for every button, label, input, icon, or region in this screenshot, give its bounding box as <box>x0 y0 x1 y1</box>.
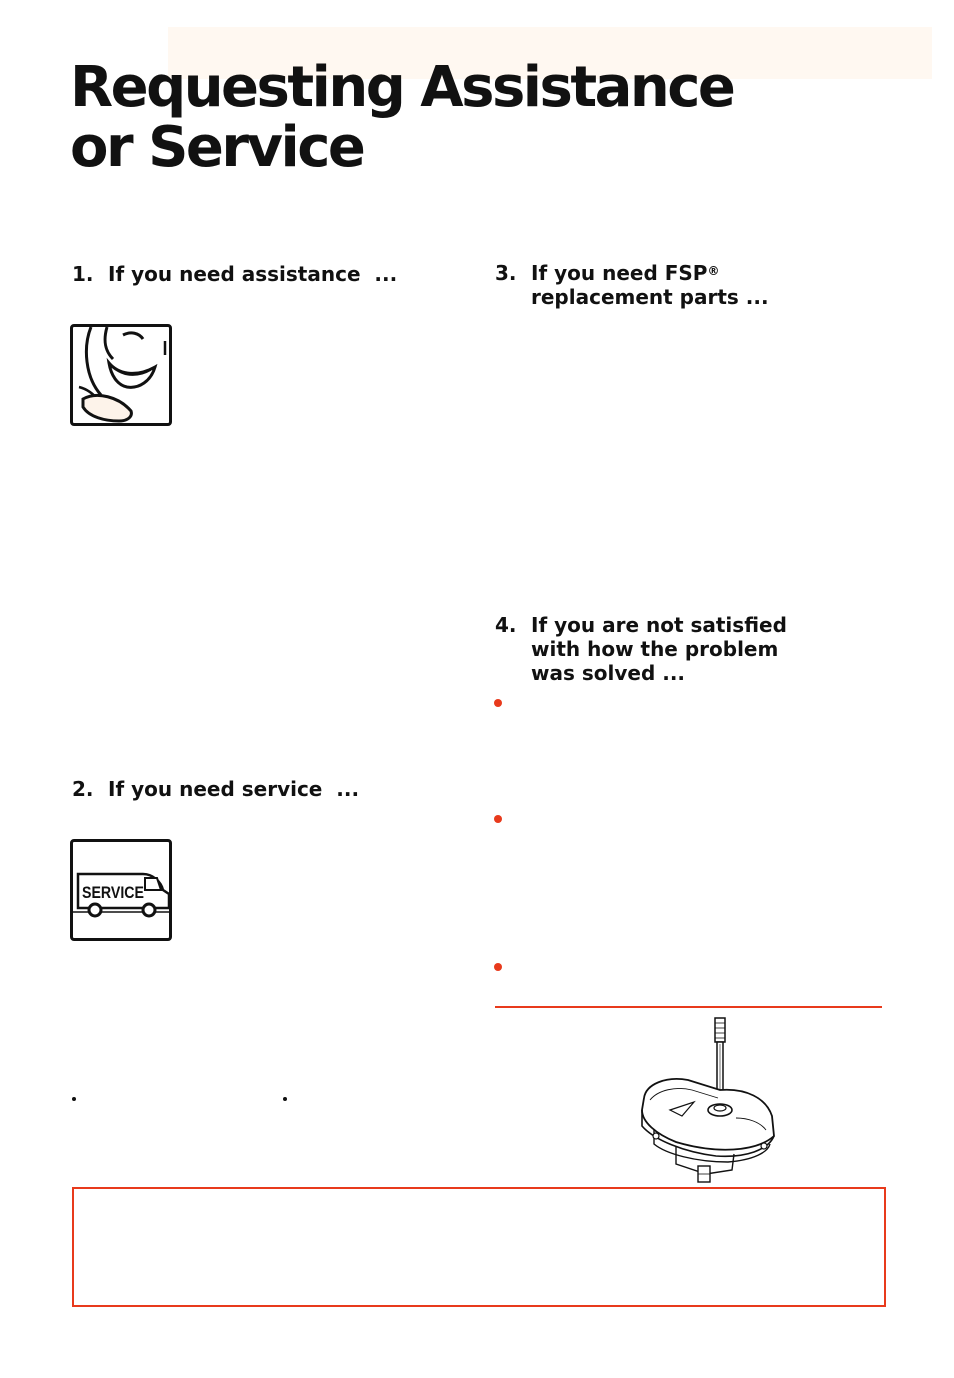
page-title-line-2: or Service <box>70 115 366 180</box>
service-van-icon: SERVICE <box>70 839 172 941</box>
notice-box <box>72 1187 886 1307</box>
section-1-heading: 1. If you need assistance ... <box>72 262 397 286</box>
section-3-title-text: If you need FSP <box>531 261 708 285</box>
section-3-number: 3. <box>495 261 517 285</box>
registered-mark: ® <box>707 264 720 278</box>
section-4-title-line-2: with how the problem <box>531 637 779 661</box>
bullet-dot <box>283 1097 287 1101</box>
page-title: Requesting Assistance or Service <box>70 55 736 180</box>
section-3-title-line-1: If you need FSP® <box>495 261 769 285</box>
smiling-face-phone-icon <box>70 324 172 426</box>
section-4-heading: 4. If you are not satisfied with how the… <box>495 613 787 685</box>
section-2-number: 2. <box>72 777 94 801</box>
section-4-title-line-3: was solved ... <box>531 661 686 685</box>
red-bullet <box>494 699 502 707</box>
section-1-number: 1. <box>72 262 94 286</box>
service-van-label: SERVICE <box>82 883 144 902</box>
section-1-title: If you need assistance ... <box>108 262 398 286</box>
section-2-heading: 2. If you need service ... <box>72 777 359 801</box>
header-band <box>168 27 932 79</box>
section-4-title-line-1: If you are not satisfied <box>531 613 787 637</box>
section-3-title-line-2: replacement parts ... <box>531 285 769 309</box>
washer-transmission-part-illustration <box>636 1014 786 1186</box>
section-4-number: 4. <box>495 613 517 637</box>
page-title-line-1: Requesting Assistance <box>70 55 736 120</box>
red-bullet <box>494 963 502 971</box>
red-bullet <box>494 815 502 823</box>
section-3-heading: 3. If you need FSP® replacement parts ..… <box>495 261 769 309</box>
bullet-dot <box>72 1097 76 1101</box>
red-divider <box>495 1006 882 1008</box>
section-2-title: If you need service ... <box>108 777 360 801</box>
